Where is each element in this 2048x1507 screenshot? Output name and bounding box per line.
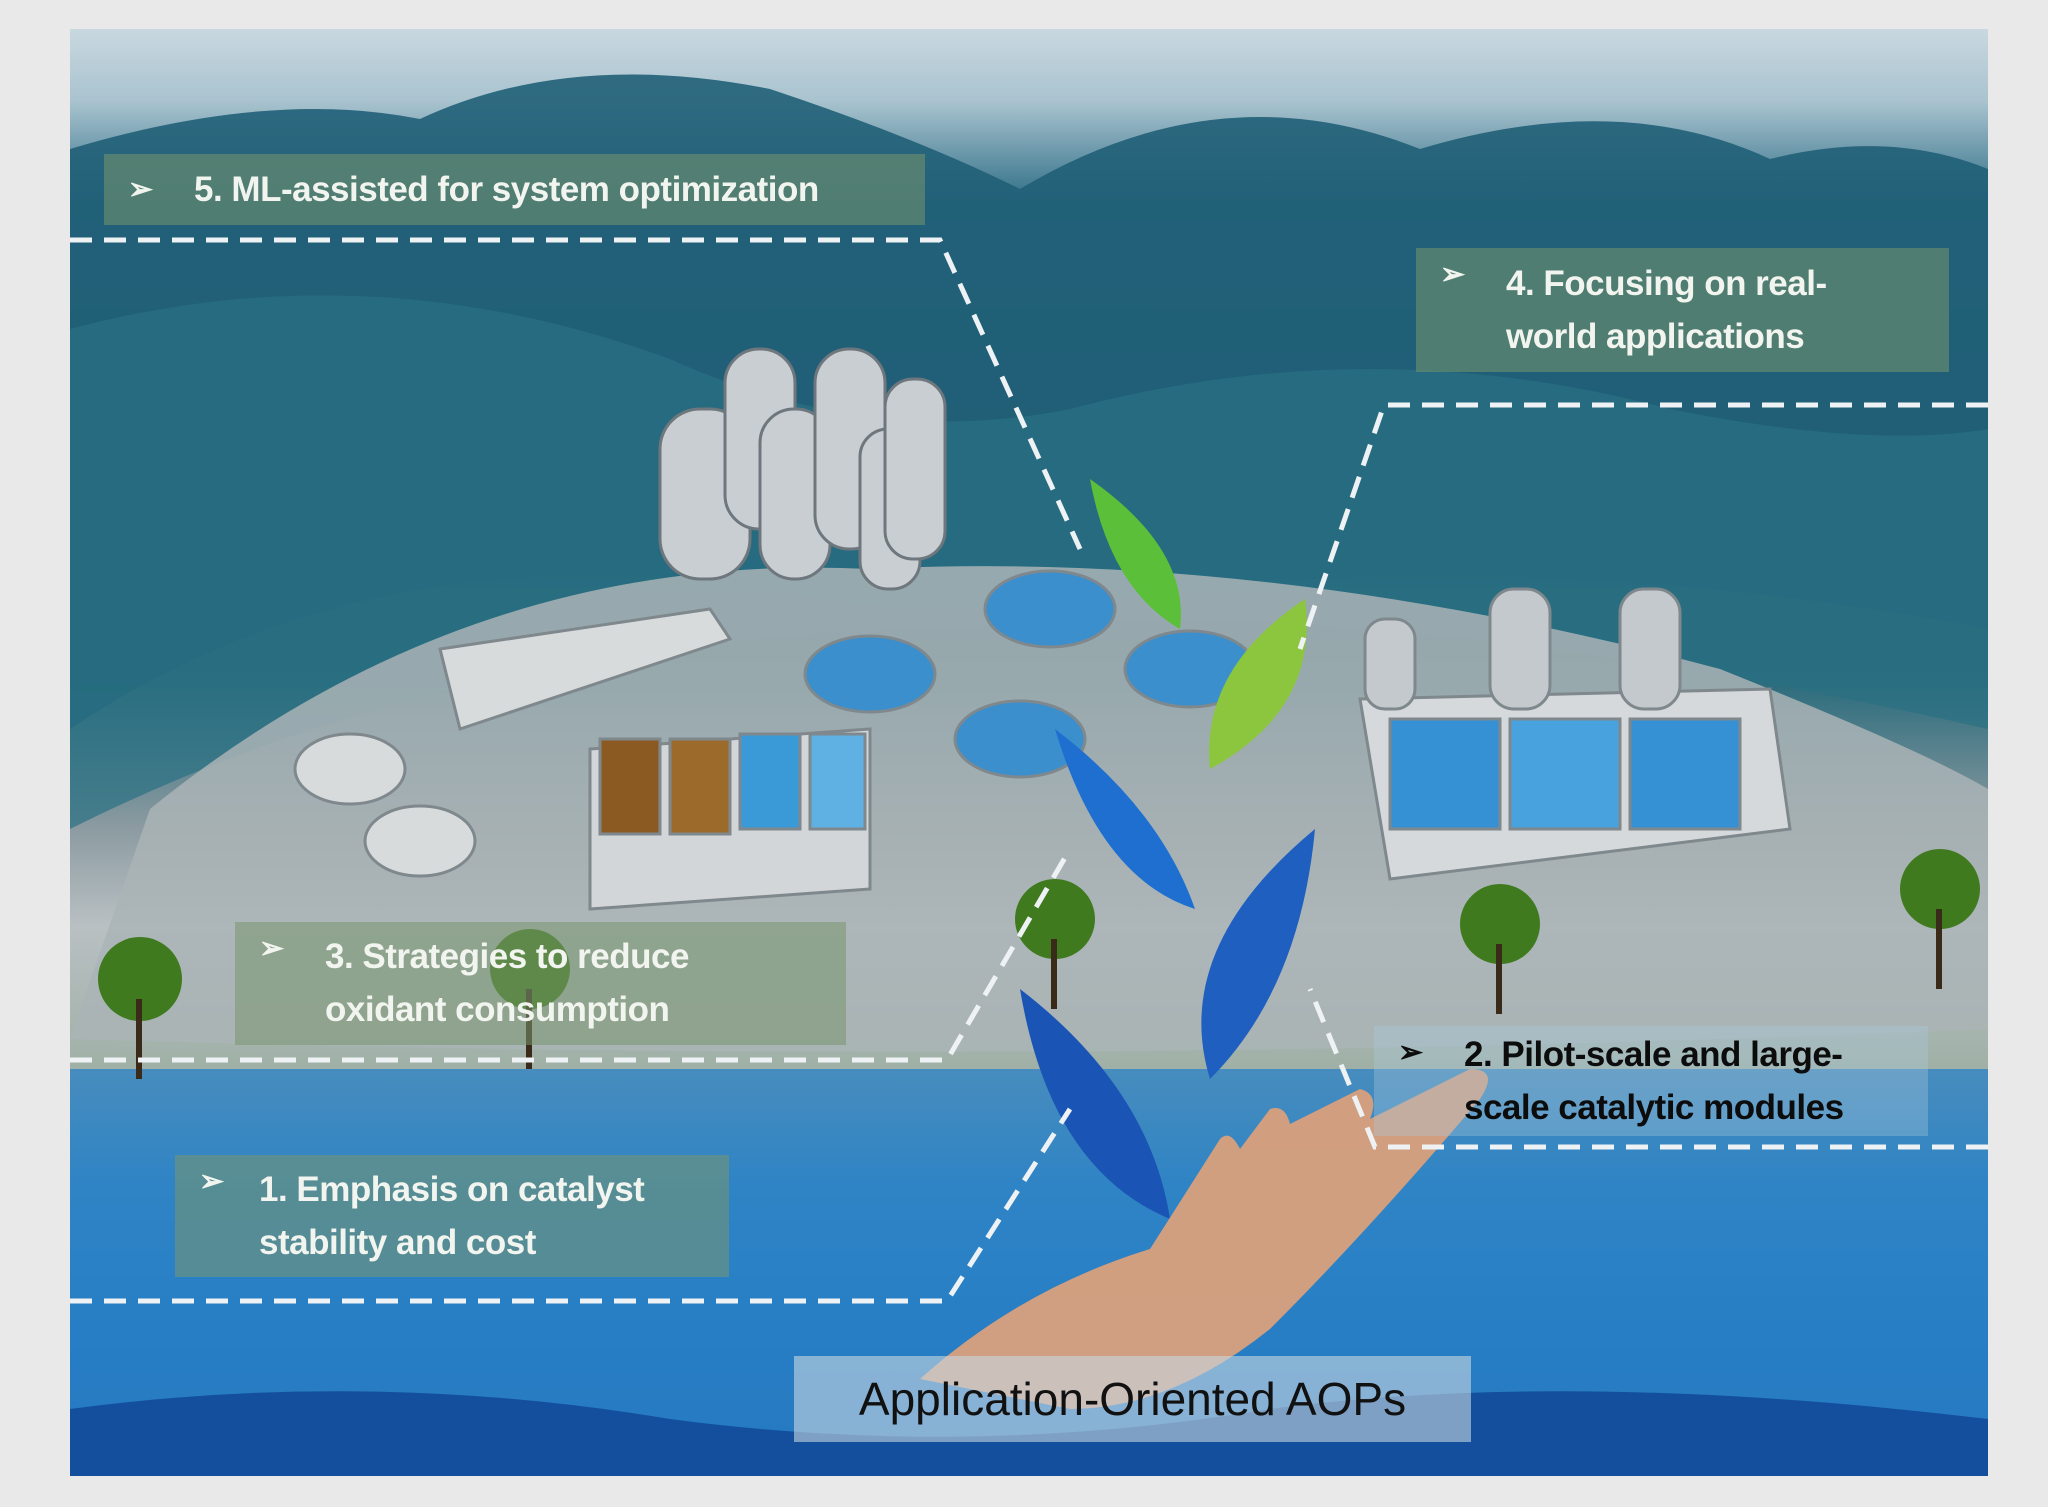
leaves [1020, 479, 1315, 1219]
treatment-tanks [293, 569, 1792, 911]
callout-text: 5. ML-assisted for system optimization [194, 170, 819, 209]
diagram-title: Application-Oriented AOPs [794, 1356, 1471, 1442]
callout-4-real-world: ➢ 4. Focusing on real- world application… [1416, 248, 1949, 372]
callout-text-line2: world applications [1506, 317, 1805, 356]
bullet-arrow-icon: ➢ [1398, 1036, 1423, 1069]
scene-artwork [70, 74, 1988, 1476]
callout-5-ml-optimization: ➢ 5. ML-assisted for system optimization [104, 154, 925, 225]
callout-text-line1: 3. Strategies to reduce [325, 937, 689, 976]
hand [920, 1069, 1488, 1409]
callout-text-line1: 2. Pilot-scale and large- [1464, 1035, 1843, 1074]
wave [70, 1391, 1988, 1476]
mountain-foreground [70, 295, 1988, 829]
bullet-arrow-icon: ➢ [259, 932, 284, 965]
callout-text-line1: 1. Emphasis on catalyst [259, 1170, 645, 1209]
bullet-arrow-icon: ➢ [199, 1165, 224, 1198]
callout-3-oxidant: ➢ 3. Strategies to reduce oxidant consum… [235, 922, 846, 1045]
dashed-callout-lines [70, 237, 1988, 1304]
callout-1-catalyst: ➢ 1. Emphasis on catalyst stability and … [175, 1155, 729, 1277]
callout-text-line2: stability and cost [259, 1223, 536, 1262]
bullet-arrow-icon: ➢ [128, 173, 153, 206]
callout-2-pilot-scale: ➢ 2. Pilot-scale and large- scale cataly… [1374, 1026, 1928, 1136]
silos [658, 347, 947, 591]
callout-text-line2: scale catalytic modules [1464, 1088, 1844, 1127]
callout-text-line2: oxidant consumption [325, 990, 670, 1029]
callout-text-line1: 4. Focusing on real- [1506, 264, 1827, 303]
bullet-arrow-icon: ➢ [1440, 258, 1465, 291]
